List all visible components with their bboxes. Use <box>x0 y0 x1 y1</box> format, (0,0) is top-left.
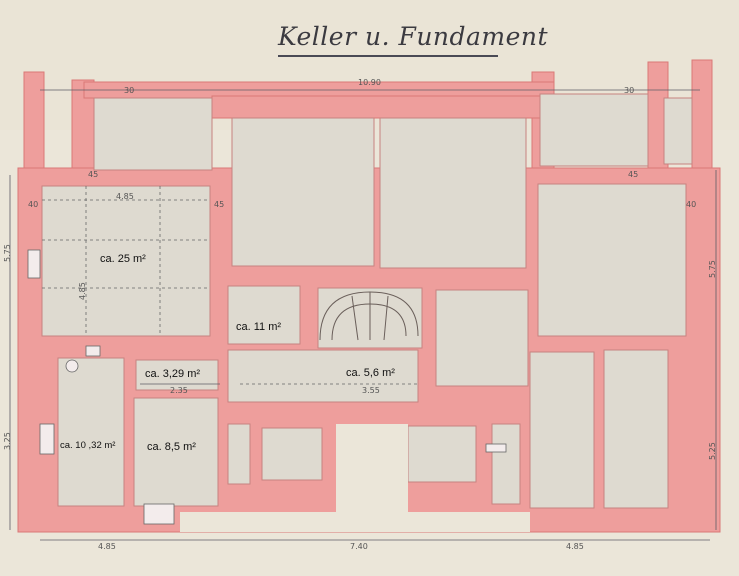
title-underline <box>278 55 498 57</box>
room-label-3-29: ca. 3,29 m² <box>145 368 201 380</box>
plan-title: Keller u. Fundament <box>278 22 549 51</box>
fixtures <box>27 249 507 525</box>
dim-mark: 40 <box>686 200 697 209</box>
dim-left-upper: 5.75 <box>3 244 12 262</box>
dim-mark: 45 <box>628 170 639 179</box>
dim-room1-width: 4.85 <box>116 192 134 201</box>
dim-right-upper: 5.75 <box>708 260 717 278</box>
room-label-11: ca. 11 m² <box>236 321 282 333</box>
axis-lines <box>42 186 418 385</box>
dim-mark: 30 <box>624 86 635 95</box>
dim-stair-width: 3.55 <box>362 386 380 395</box>
room-label-8-5: ca. 8,5 m² <box>147 441 196 453</box>
dim-left-lower: 3.25 <box>3 432 12 450</box>
dim-bottom-left: 4.85 <box>98 542 116 551</box>
room-label-25: ca. 25 m² <box>100 253 146 265</box>
dim-right-lower: 5.25 <box>708 442 717 460</box>
rooms <box>41 93 693 532</box>
staircase <box>319 291 419 341</box>
room-label-5-6: ca. 5,6 m² <box>346 367 395 379</box>
dim-bottom-mid: 7.40 <box>350 542 368 551</box>
dim-corridor-width: 2.35 <box>170 386 188 395</box>
dim-mark: 45 <box>88 170 99 179</box>
dim-bottom-right: 4.85 <box>566 542 584 551</box>
dim-room1-height: 4.85 <box>78 282 87 300</box>
dim-mark: 40 <box>28 200 39 209</box>
dim-top-total: 10.90 <box>358 78 381 87</box>
dimension-lines <box>9 89 717 541</box>
dim-mark: 45 <box>214 200 225 209</box>
room-label-10-32: ca. 10 ,32 m² <box>60 440 116 451</box>
dim-mark: 30 <box>124 86 135 95</box>
